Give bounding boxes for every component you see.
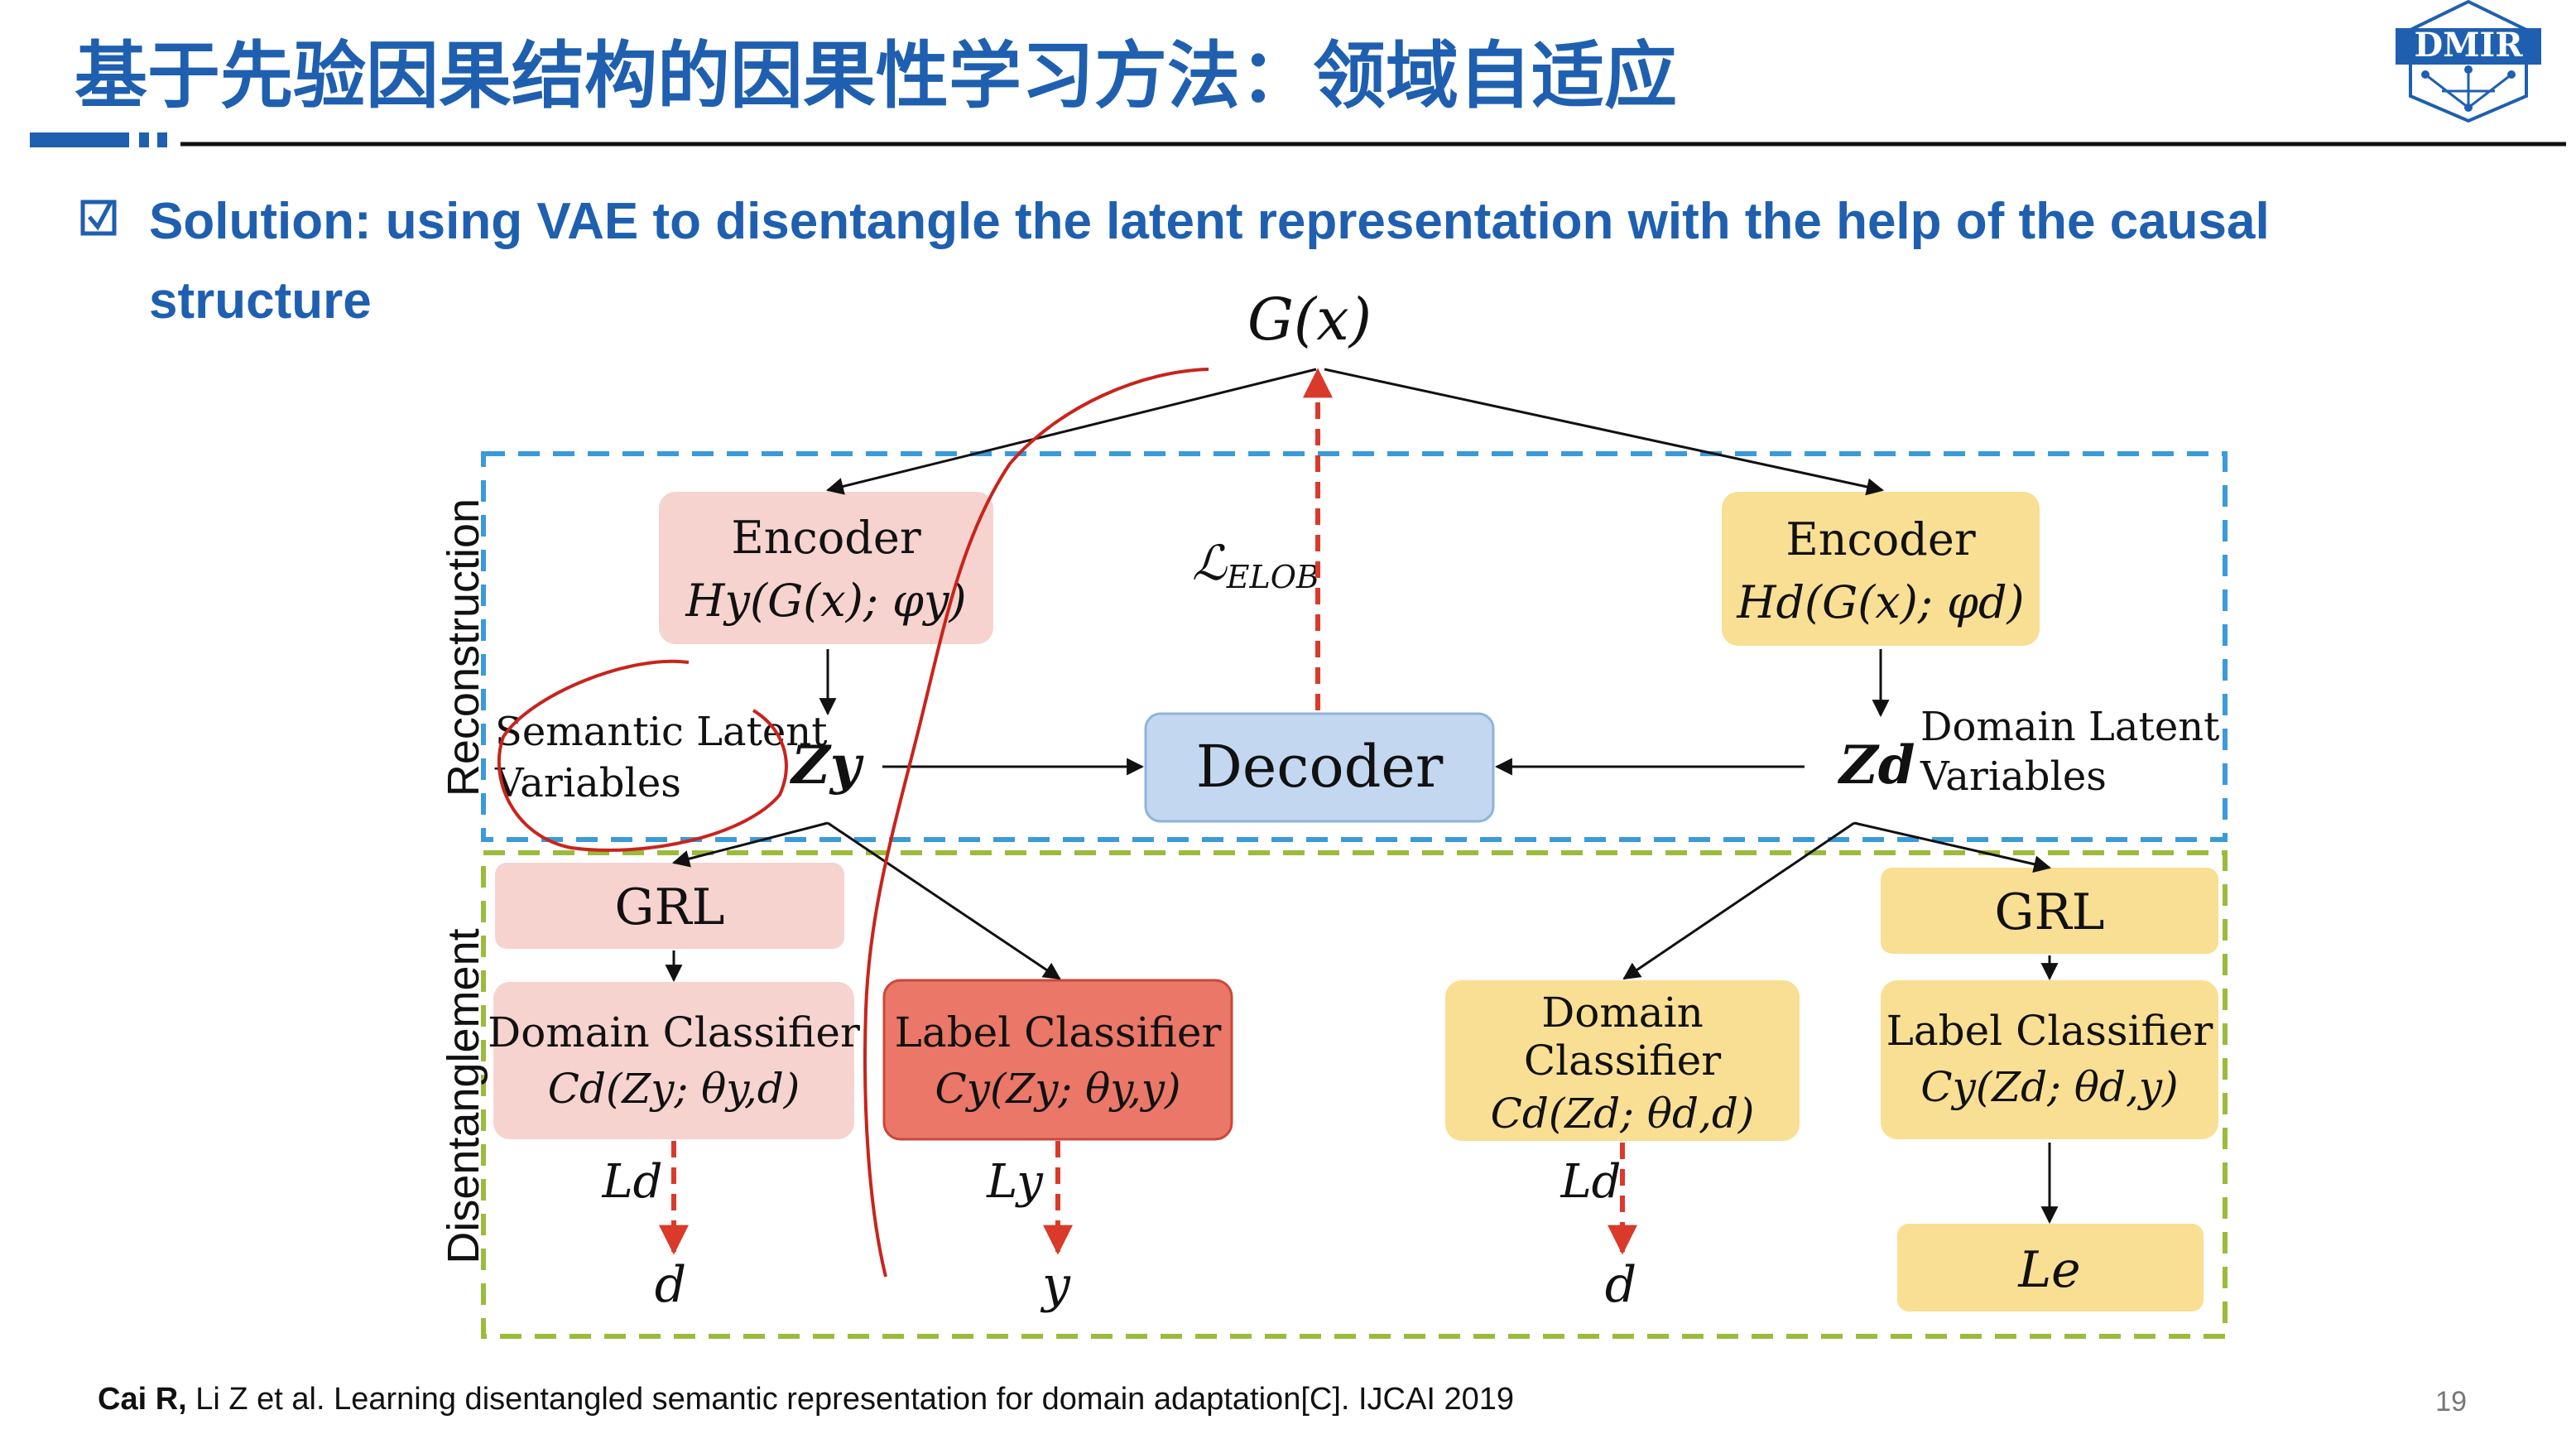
reconstruction-label: Reconstruction	[439, 498, 488, 796]
loss-ld-1: Ld	[601, 1155, 662, 1209]
elbo-loss: ℒELOB	[1192, 535, 1319, 595]
encoder-y-formula: Hy(G(x); φy)	[685, 575, 966, 627]
label-classifier-y-formula: Cy(Zy; θy,y)	[935, 1065, 1180, 1113]
output-d-1: d	[655, 1256, 686, 1314]
label-classifier-d-title: Label Classifier	[1886, 1007, 2213, 1055]
title-underline-accent	[30, 132, 129, 147]
reconstruction-frame	[481, 451, 2228, 842]
arrow-zd-to-grl	[1853, 821, 2052, 873]
handwritten-curve-annotation	[863, 368, 1209, 1278]
bullet-line-2: structure	[149, 272, 372, 330]
title-underline-dot1	[139, 132, 149, 147]
loss-ly: Ly	[986, 1155, 1044, 1209]
encoder-y-title: Encoder	[731, 512, 920, 564]
slide-title: 基于先验因果结构的因果性学习方法：领域自适应	[74, 35, 1677, 117]
citation-rest: Li Z et al. Learning disentangled semant…	[187, 1382, 1514, 1417]
arrow-gx-to-encoder-y	[825, 368, 1317, 495]
label-classifier-d-formula: Cy(Zd; θd,y)	[1920, 1063, 2178, 1111]
handwritten-circle-annotation	[497, 659, 788, 852]
elbo-subscript: ELOB	[1226, 559, 1319, 595]
title-underline-dot2	[157, 132, 167, 147]
bullet-line-1: Solution: using VAE to disentangle the l…	[149, 193, 2270, 250]
arrow-zd-to-domain-classifier	[1622, 821, 1855, 980]
logo-text: DMIR	[2415, 26, 2524, 65]
semantic-latent-line2: Variables	[494, 760, 681, 806]
domain-classifier-d-line1: Domain	[1541, 989, 1704, 1037]
domain-latent-line1: Domain Latent	[1920, 704, 2219, 750]
grl-left-label: GRL	[615, 878, 725, 936]
page-number: 19	[2435, 1386, 2467, 1417]
disentanglement-label: Disentanglement	[439, 928, 488, 1263]
arrow-zy-to-label-classifier	[827, 821, 1061, 980]
dmir-logo: DMIR	[2396, 0, 2541, 123]
domain-classifier-y-formula: Cd(Zy; θy,d)	[548, 1065, 800, 1113]
zy-variable: Zy	[789, 734, 864, 796]
input-gx: G(x)	[1247, 286, 1372, 354]
domain-classifier-y-box	[493, 982, 854, 1139]
domain-classifier-d-formula: Cd(Zd; θd,d)	[1491, 1090, 1755, 1138]
encoder-y-box	[659, 492, 993, 644]
citation-author: Cai R,	[98, 1382, 187, 1417]
encoder-d-box	[1722, 492, 2040, 646]
output-d-2: d	[1605, 1256, 1636, 1314]
semantic-latent-line1: Semantic Latent	[495, 709, 828, 755]
encoder-d-title: Encoder	[1785, 513, 1975, 565]
decoder-box	[1144, 712, 1495, 823]
label-classifier-y-box	[882, 979, 1233, 1141]
label-classifier-y-title: Label Classifier	[895, 1008, 1222, 1056]
domain-classifier-y-title: Domain Classifier	[488, 1008, 860, 1056]
checkbox-icon	[80, 200, 117, 236]
disentanglement-frame	[481, 850, 2228, 1339]
arrow-gx-to-encoder-d	[1324, 368, 1885, 496]
loss-le: Le	[2017, 1241, 2080, 1299]
zd-variable: Zd	[1837, 734, 1915, 796]
decoder-label: Decoder	[1196, 733, 1444, 801]
grl-left-box	[495, 863, 844, 949]
domain-classifier-d-line2: Classifier	[1524, 1037, 1721, 1085]
output-y: y	[1040, 1256, 1071, 1314]
le-box	[1897, 1224, 2204, 1311]
arrow-zy-to-grl	[671, 821, 829, 868]
label-classifier-d-box	[1881, 980, 2218, 1139]
encoder-d-formula: Hd(G(x); φd)	[1736, 576, 2024, 628]
citation: Cai R, Li Z et al. Learning disentangled…	[98, 1382, 1514, 1417]
domain-classifier-d-box	[1445, 980, 1800, 1141]
grl-right-label: GRL	[1995, 883, 2105, 941]
loss-ld-2: Ld	[1560, 1155, 1621, 1209]
domain-latent-line2: Variables	[1920, 753, 2107, 800]
grl-right-box	[1881, 868, 2218, 954]
